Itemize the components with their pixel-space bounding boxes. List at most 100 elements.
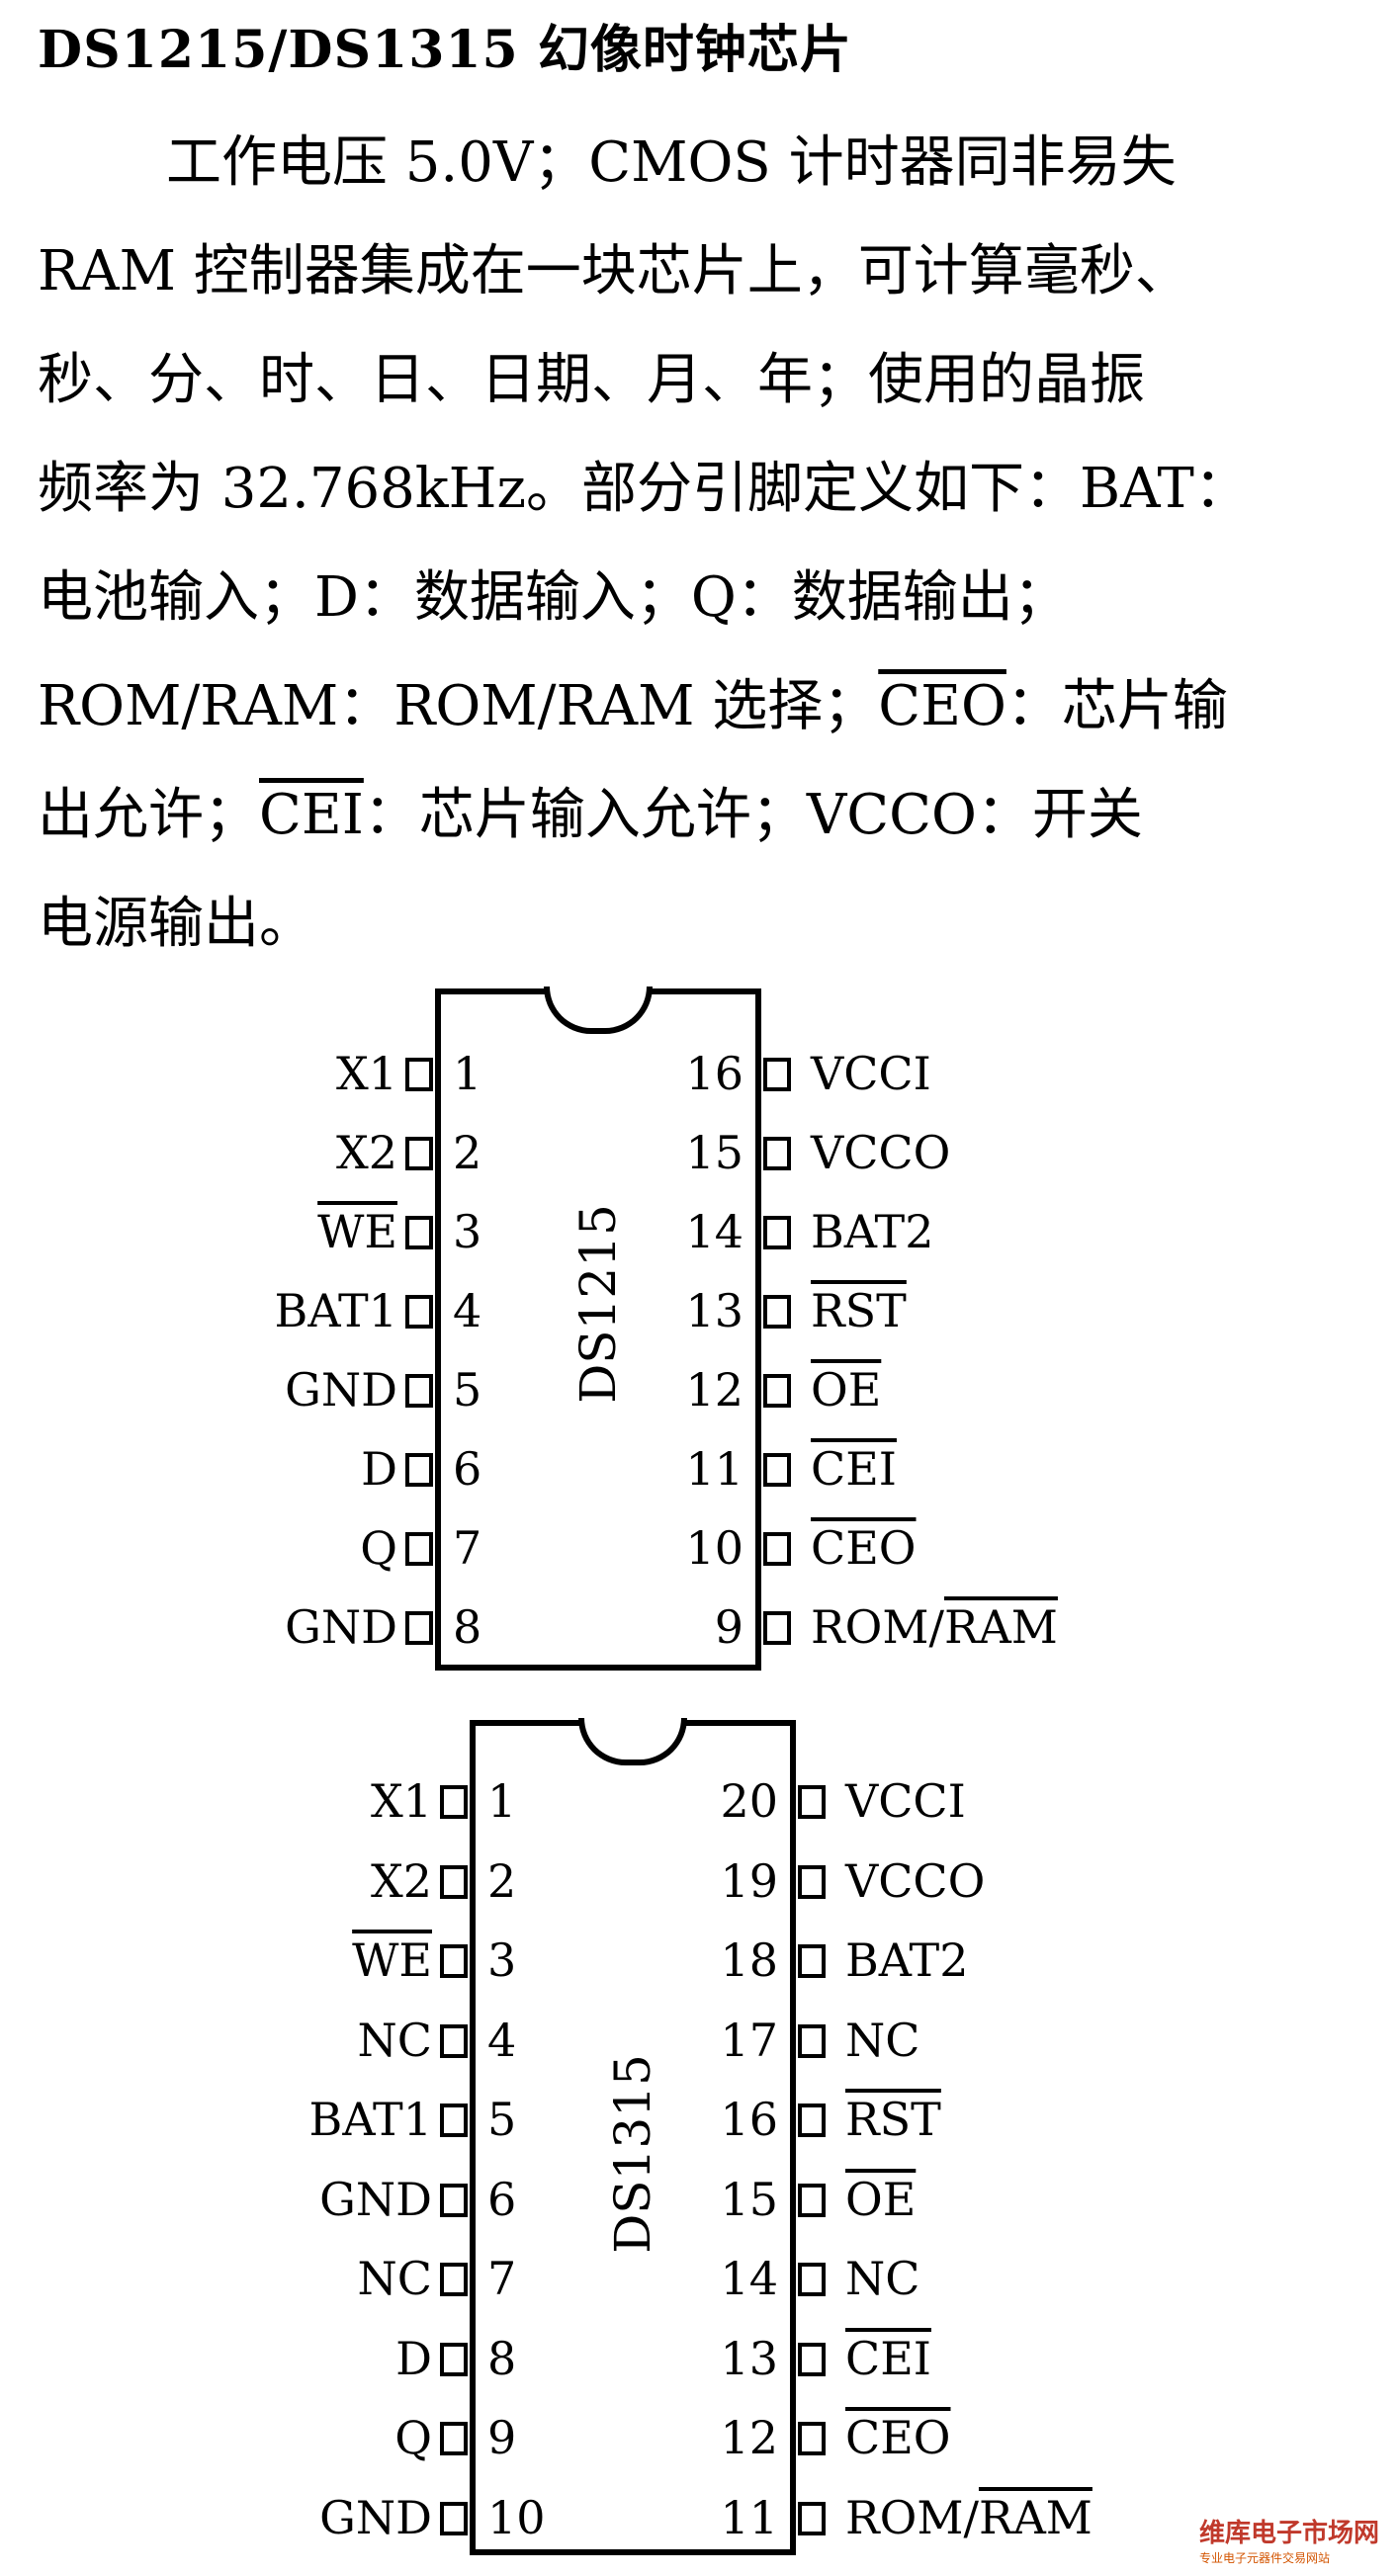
- pin-lead: [798, 1864, 826, 1899]
- pin-signal-label: CEI: [845, 2331, 931, 2385]
- pin-lead: [440, 2263, 468, 2296]
- pin-number: 7: [487, 2252, 517, 2305]
- pin-lead: [405, 1295, 433, 1329]
- site-watermark: 维库电子市场网 专业电子元器件交易网站: [1199, 2513, 1379, 2566]
- pin-signal-label: D: [361, 1442, 397, 1496]
- paragraph-line: 出允许；CEI：芯片输入允许；VCCO：开关: [38, 761, 1313, 870]
- pin-lead: [440, 2422, 468, 2455]
- pin-number: 10: [487, 2490, 546, 2544]
- pin-signal-label: Q: [360, 1521, 397, 1575]
- pin-lead: [763, 1532, 791, 1566]
- pin-number: 12: [685, 1363, 743, 1417]
- pin-lead: [763, 1216, 791, 1249]
- pin-lead: [798, 2183, 826, 2217]
- pin-signal-label: CEO: [811, 1521, 917, 1575]
- pin-number: 11: [720, 2490, 778, 2544]
- pin-signal-label: GND: [319, 2490, 432, 2544]
- pin-number: 19: [720, 1853, 778, 1908]
- pin-signal-label: GND: [319, 2172, 432, 2226]
- pin-number: 13: [685, 1284, 743, 1337]
- pin-signal-label: BAT1: [274, 1284, 397, 1337]
- pin-number: 3: [487, 1933, 517, 1987]
- pin-signal-label: X2: [370, 1853, 432, 1908]
- pin-number: 6: [487, 2172, 517, 2226]
- pin-signal-label: RST: [845, 2093, 941, 2146]
- pin-signal-label: BAT2: [845, 1933, 969, 1987]
- pin-lead: [798, 1785, 826, 1819]
- pin-signal-label: GND: [285, 1600, 397, 1654]
- paragraph-line: RAM 控制器集成在一块芯片上，可计算毫秒、: [38, 239, 1190, 303]
- pin-number: 8: [487, 2331, 517, 2385]
- pin-signal-label: BAT2: [811, 1205, 934, 1258]
- pin-number: 17: [720, 2013, 778, 2067]
- pin-lead: [763, 1374, 791, 1408]
- pin-signal-label: VCCO: [845, 1853, 986, 1908]
- pin-signal-label: CEI: [811, 1442, 897, 1496]
- pin-signal-label: X1: [335, 1047, 397, 1100]
- pin-lead: [405, 1374, 433, 1408]
- paragraph-line: 秒、分、时、日、日期、月、年；使用的晶振: [38, 348, 1145, 412]
- pin-signal-label: Q: [394, 2411, 432, 2464]
- pin-lead: [405, 1611, 433, 1645]
- pin-lead: [763, 1453, 791, 1487]
- ceo-signal-name: CEO: [878, 674, 1006, 738]
- pin-number: 1: [453, 1047, 482, 1100]
- paragraph-text: ROM/RAM：ROM/RAM 选择；: [38, 674, 879, 738]
- paragraph-line: 电源输出。: [38, 892, 314, 956]
- pin-lead: [405, 1453, 433, 1487]
- pin-number: 4: [453, 1284, 482, 1337]
- watermark-subtitle: 专业电子元器件交易网站: [1198, 2551, 1330, 2565]
- pin-number: 10: [685, 1521, 743, 1575]
- paragraph-line: ROM/RAM：ROM/RAM 选择；CEO：芯片输: [38, 652, 1313, 761]
- paragraph-line: 频率为 32.768kHz。部分引脚定义如下：BAT：: [38, 457, 1250, 521]
- chip-part-number: DS1215: [569, 1204, 627, 1404]
- pin-lead: [440, 2023, 468, 2058]
- pin-lead: [405, 1137, 433, 1170]
- pin-signal-label: WE: [317, 1205, 397, 1258]
- paragraph-text: ：芯片输入允许；VCCO：开关: [363, 783, 1143, 847]
- pin-signal-label: WE: [352, 1933, 432, 1987]
- pin-number: 6: [453, 1442, 482, 1496]
- cei-signal-name: CEI: [259, 783, 364, 847]
- pin-number: 5: [453, 1363, 482, 1417]
- pin-lead: [405, 1532, 433, 1566]
- chip-package-outline: [470, 1720, 796, 2555]
- pin-lead: [405, 1216, 433, 1249]
- paragraph-text: 出允许；: [38, 783, 259, 847]
- pin-lead: [440, 1864, 468, 1899]
- page-title: DS1215/DS1315 幻像时钟芯片: [38, 20, 852, 80]
- pin-signal-label: X2: [335, 1126, 397, 1179]
- pin-number: 2: [487, 1853, 517, 1908]
- paragraph-line: 电池输入；D：数据输入；Q：数据输出；: [38, 565, 1069, 630]
- pin-lead: [440, 2183, 468, 2217]
- pin-signal-label: ROM/RAM: [811, 1600, 1058, 1654]
- pin-number: 16: [720, 2093, 778, 2146]
- pin-lead: [798, 2104, 826, 2137]
- pin-number: 1: [487, 1774, 517, 1828]
- description-paragraph: 工作电压 5.0V；CMOS 计时器同非易失 RAM 控制器集成在一块芯片上，可…: [38, 109, 1313, 979]
- pin-lead: [798, 2501, 826, 2535]
- pin-number: 12: [720, 2411, 778, 2464]
- watermark-logo-text: 维库电子市场网: [1198, 2519, 1379, 2548]
- pin-signal-label: NC: [357, 2252, 432, 2305]
- pin-number: 4: [487, 2013, 517, 2067]
- pin-lead: [440, 1785, 468, 1819]
- pin-number: 9: [487, 2411, 517, 2464]
- pin-number: 20: [720, 1774, 778, 1828]
- pin-number: 14: [720, 2252, 778, 2305]
- pin-lead: [763, 1611, 791, 1645]
- pin-signal-label: NC: [357, 2013, 432, 2067]
- pin-lead: [763, 1058, 791, 1091]
- pin-signal-label: NC: [845, 2252, 920, 2305]
- chip-package-outline: [435, 988, 761, 1671]
- pin-signal-label: D: [395, 2331, 432, 2385]
- pin-lead: [763, 1137, 791, 1170]
- pin-lead: [763, 1295, 791, 1329]
- paragraph-line: 工作电压 5.0V；CMOS 计时器同非易失: [166, 130, 1177, 195]
- pin-signal-label: OE: [845, 2172, 917, 2226]
- pin-lead: [798, 2342, 826, 2376]
- pin-signal-label: OE: [811, 1363, 882, 1417]
- pin-lead: [440, 2342, 468, 2376]
- pin-lead: [798, 2023, 826, 2058]
- pin-signal-label: RST: [811, 1284, 907, 1337]
